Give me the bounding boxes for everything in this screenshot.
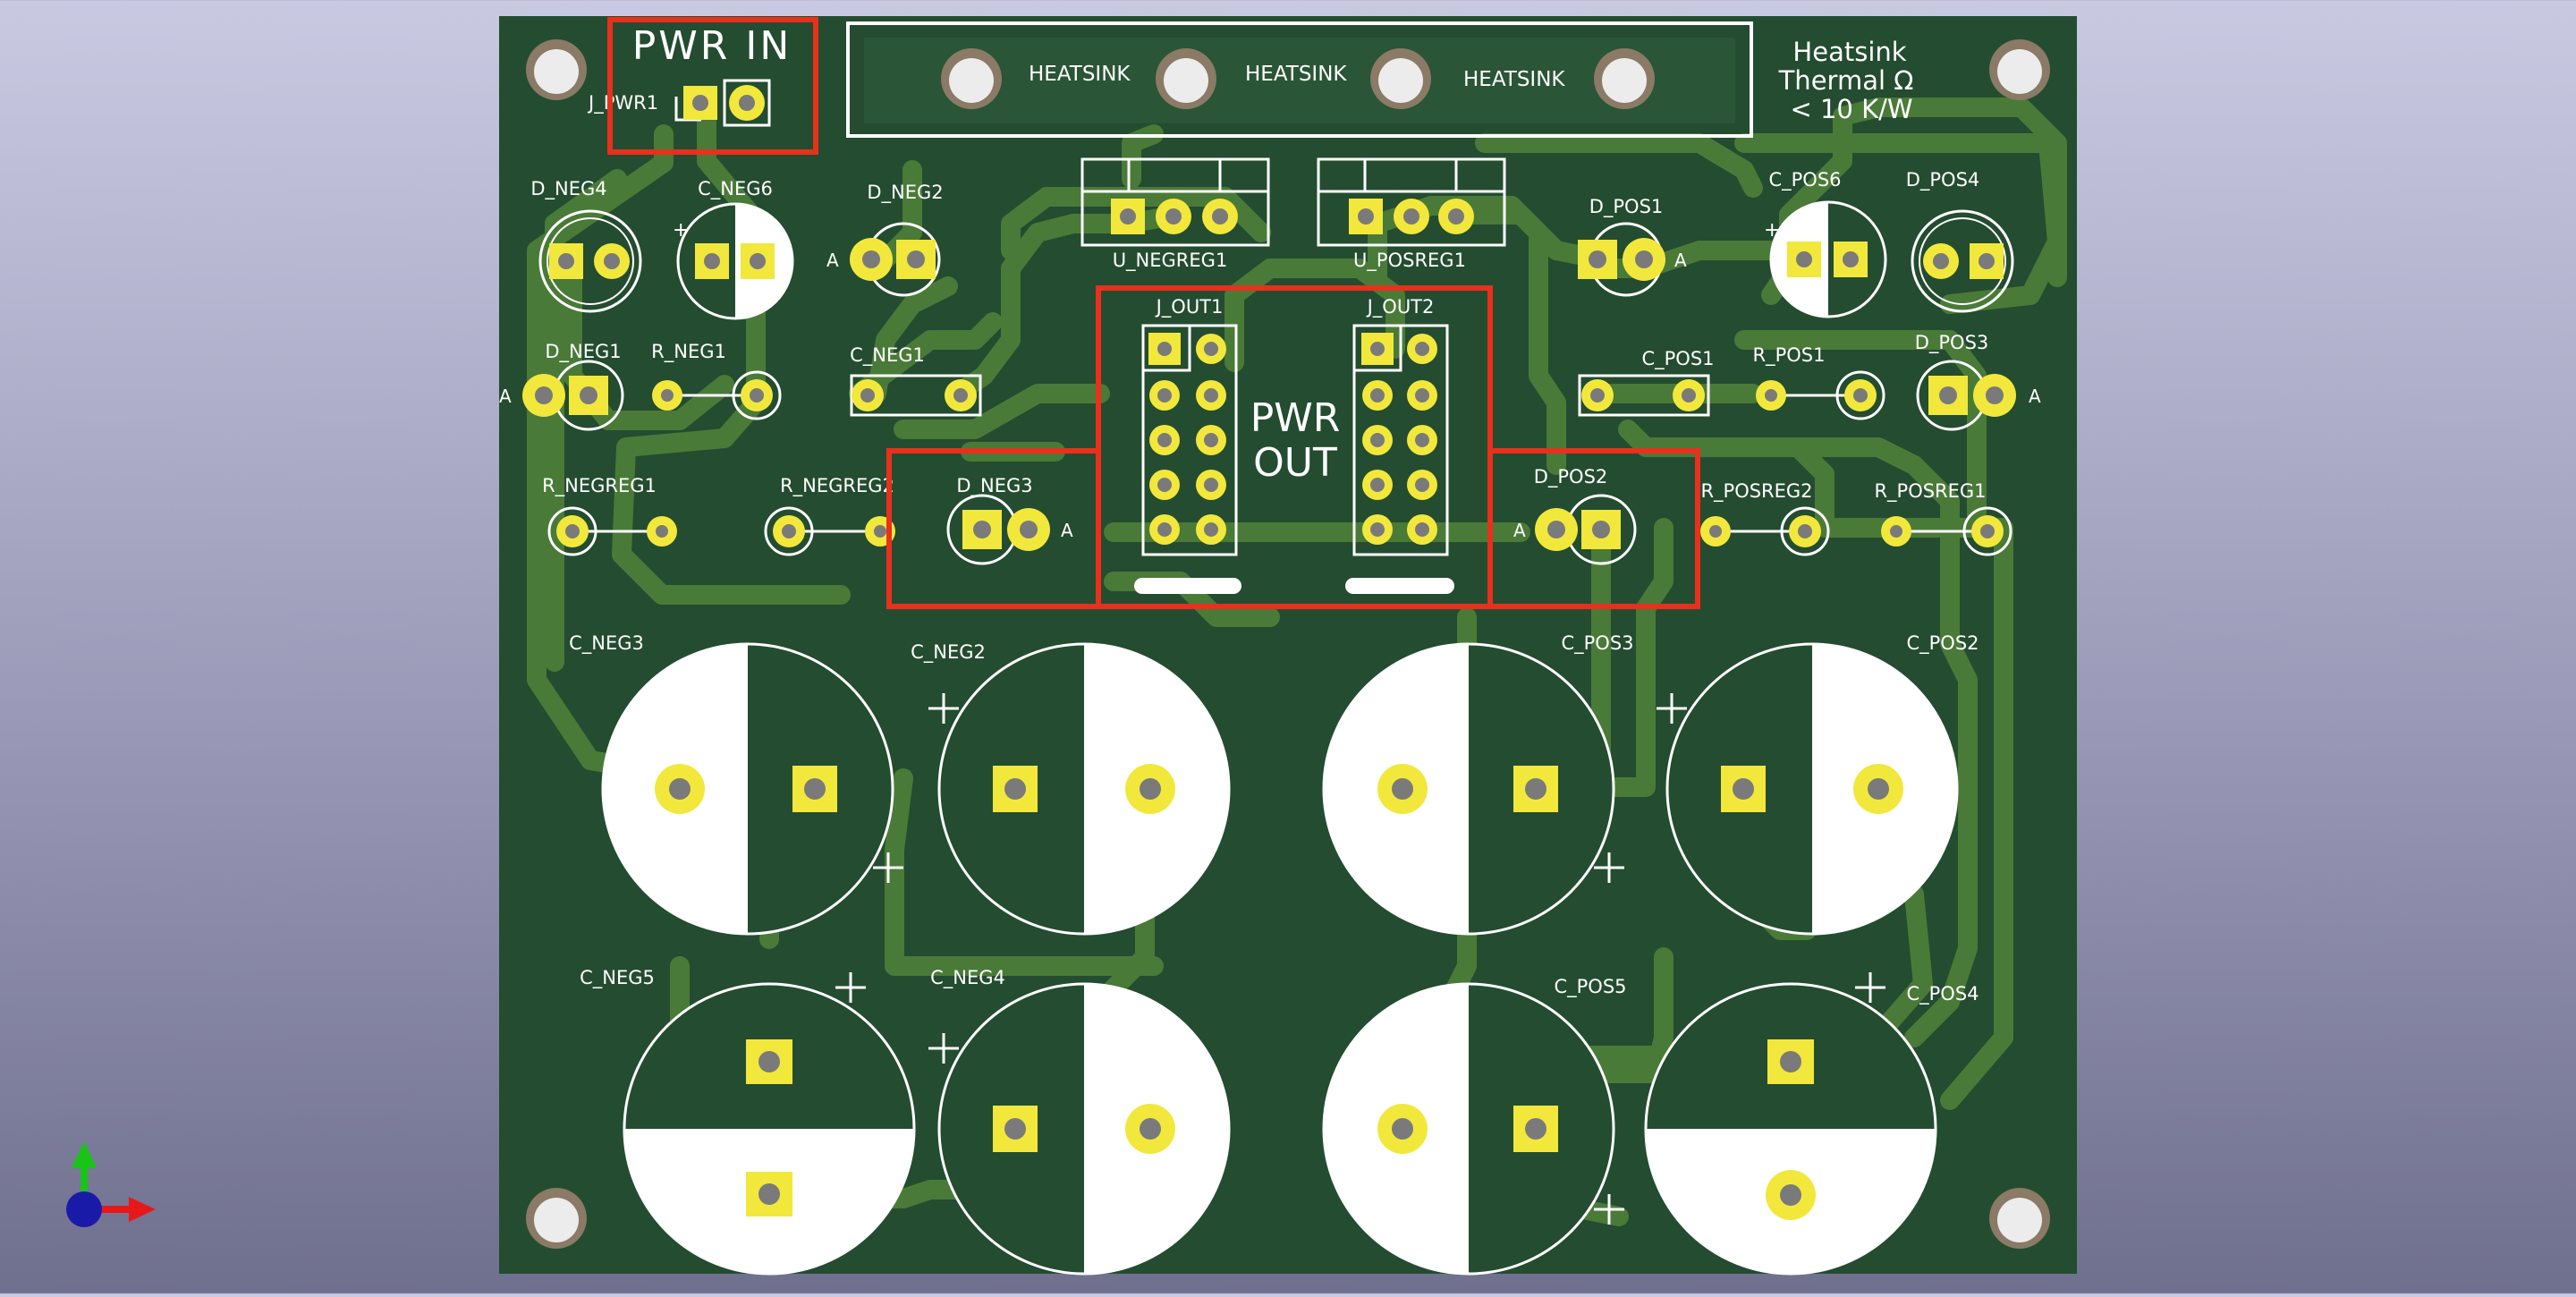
ref-c-pos5: C_POS5 [1554, 976, 1626, 998]
c-pos3 [1322, 642, 1624, 936]
pwr-in-label: PWR IN [632, 23, 792, 69]
anode-d-pos1: A [1674, 250, 1687, 271]
anode-d-neg3: A [1061, 520, 1073, 541]
j-pwr1-connector [674, 79, 771, 127]
c-neg5 [623, 972, 916, 1276]
ref-r-posreg1: R_POSREG1 [1874, 480, 1986, 503]
c-neg3 [601, 642, 903, 936]
r-pos1 [1756, 370, 1885, 420]
ref-c-neg2: C_NEG2 [911, 641, 986, 664]
highlight-regions [607, 17, 1700, 609]
c-neg2 [928, 642, 1231, 936]
highlight-pwr-out [1096, 285, 1493, 609]
ref-c-pos2: C_POS2 [1906, 632, 1979, 655]
anode-d-pos3: A [2029, 386, 2041, 407]
ref-d-neg2: D_NEG2 [867, 182, 943, 204]
u-negreg1 [1080, 157, 1270, 247]
ref-c-neg5: C_NEG5 [580, 967, 655, 989]
heatsink-label-1: HEATSINK [1029, 63, 1131, 86]
ref-r-negreg1: R_NEGREG1 [542, 475, 657, 497]
c-pos6: + [1764, 200, 1887, 318]
ref-j-pwr1: J_PWR1 [587, 92, 658, 114]
ref-c-pos3: C_POS3 [1561, 632, 1633, 655]
u-posreg1 [1317, 157, 1506, 247]
highlight-d-pos2 [1487, 448, 1700, 609]
heatsink-note-rating: < 10 K/W [1790, 94, 1912, 124]
svg-text:+: + [1764, 219, 1780, 242]
d-pos4 [1911, 209, 2014, 313]
r-negreg1 [547, 506, 677, 556]
ref-c-pos1: C_POS1 [1641, 348, 1714, 370]
d-neg3 [946, 494, 1050, 565]
c-neg4 [928, 982, 1231, 1276]
c-pos2 [1657, 642, 1959, 936]
axis-gizmo [66, 1141, 156, 1227]
ref-c-pos6: C_POS6 [1768, 169, 1841, 191]
anode-d-pos2: A [1513, 520, 1526, 541]
d-neg2 [850, 222, 941, 297]
heatsink-label-3: HEATSINK [1463, 68, 1565, 91]
r-neg1 [652, 370, 782, 420]
heatsink-note-thermal: Thermal Ω [1778, 65, 1914, 96]
ref-d-neg3: D_NEG3 [956, 475, 1032, 497]
c-pos5 [1322, 982, 1624, 1276]
r-posreg2 [1700, 506, 1830, 556]
d-pos1 [1578, 222, 1665, 297]
heatsink-label-2: HEATSINK [1245, 63, 1347, 86]
ref-r-neg1: R_NEG1 [651, 341, 726, 363]
ref-d-pos2: D_POS2 [1534, 466, 1608, 488]
ref-c-neg1: C_NEG1 [850, 344, 925, 367]
d-neg1 [522, 360, 624, 431]
r-posreg1 [1881, 506, 2012, 556]
d-pos3 [1916, 360, 2016, 431]
anode-d-neg2: A [826, 250, 839, 271]
c-pos1 [1578, 374, 1710, 417]
ref-d-pos1: D_POS1 [1589, 196, 1664, 218]
pwr-out-label-line1: PWR [1250, 395, 1341, 441]
ref-c-neg6: C_NEG6 [698, 178, 773, 200]
ref-c-neg4: C_NEG4 [930, 967, 1005, 989]
ref-c-pos4: C_POS4 [1906, 983, 1979, 1005]
pwr-out-label-line2: OUT [1253, 440, 1337, 486]
ref-r-posreg2: R_POSREG2 [1700, 480, 1812, 503]
c-neg6: + [673, 202, 794, 320]
c-pos4 [1644, 972, 1937, 1276]
heatsink-note-title: Heatsink [1792, 37, 1906, 67]
ref-j-out2: J_OUT2 [1366, 296, 1435, 318]
ref-r-pos1: R_POS1 [1753, 344, 1826, 367]
svg-text:+: + [673, 219, 689, 242]
ref-j-out1: J_OUT1 [1155, 296, 1224, 318]
heatsink-outline [846, 21, 1753, 138]
ref-d-neg4: D_NEG4 [530, 178, 606, 200]
ref-r-negreg2: R_NEGREG2 [780, 475, 894, 497]
c-neg1 [850, 374, 982, 417]
ref-u-negreg1: U_NEGREG1 [1113, 250, 1228, 272]
highlight-pwr-in [607, 17, 818, 155]
ref-d-pos4: D_POS4 [1906, 169, 1980, 191]
ref-d-pos3: D_POS3 [1915, 332, 1989, 354]
highlight-d-neg3 [886, 448, 1101, 609]
ref-c-neg3: C_NEG3 [569, 632, 644, 655]
ref-d-neg1: D_NEG1 [545, 341, 621, 363]
ref-u-posreg1: U_POSREG1 [1353, 250, 1466, 272]
d-neg4 [538, 209, 642, 313]
j-out2-header [1345, 324, 1454, 594]
j-out1-header [1134, 324, 1241, 594]
mounting-holes [526, 39, 2050, 1249]
d-pos2 [1535, 494, 1637, 565]
anode-d-neg1: A [499, 386, 512, 407]
